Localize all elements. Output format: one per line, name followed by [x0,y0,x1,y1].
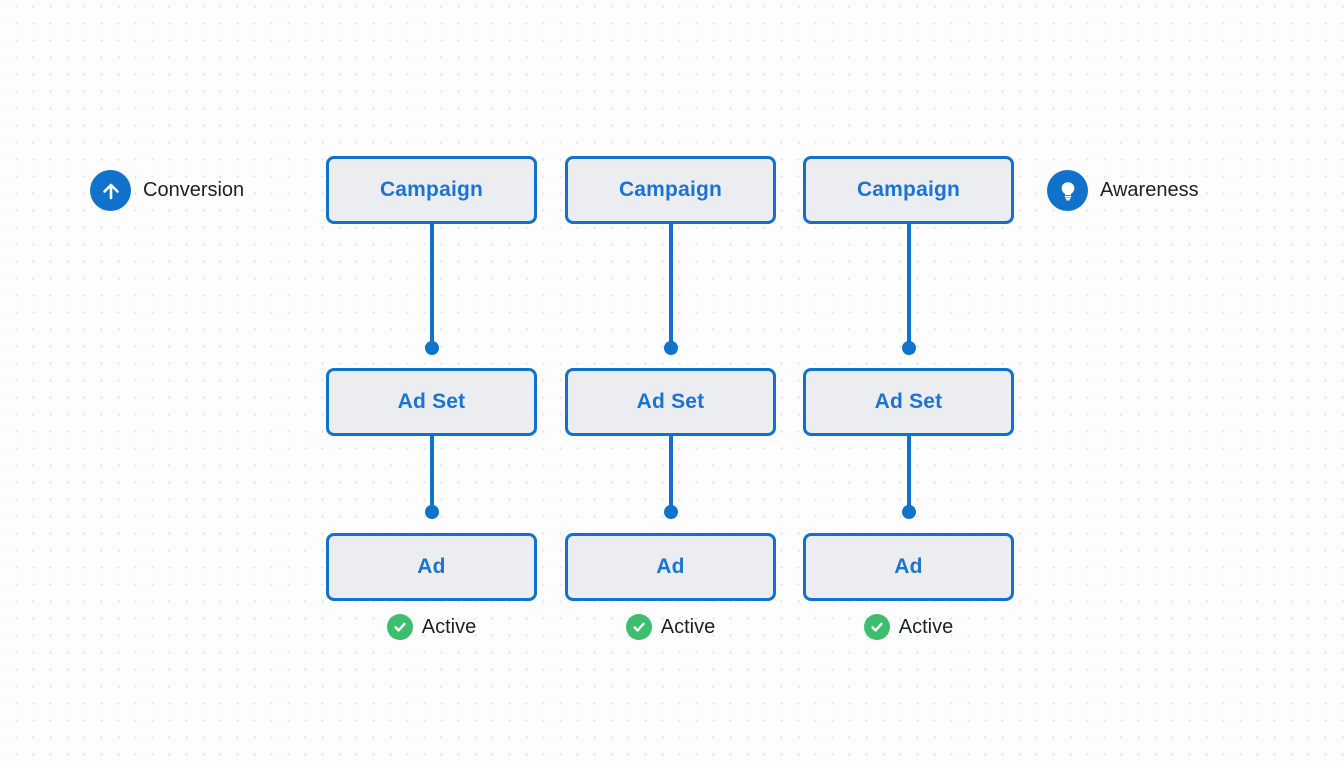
check-circle-icon [625,614,652,640]
check-circle-icon [863,614,890,640]
lightbulb-icon [1047,170,1088,211]
campaign-column-3: Campaign Ad Set Ad Active [803,156,1014,656]
ad-node: Ad [565,533,776,601]
adset-to-ad-connector [429,436,434,512]
campaign-to-adset-connector [429,224,434,348]
status-badge: Active [326,614,537,640]
status-badge: Active [803,614,1014,640]
ad-node: Ad [326,533,537,601]
awareness-label: Awareness [1100,179,1199,201]
campaign-node: Campaign [803,156,1014,224]
status-label: Active [898,615,954,638]
campaign-column-2: Campaign Ad Set Ad Active [565,156,776,656]
adset-node: Ad Set [326,368,537,436]
status-label: Active [660,615,716,638]
conversion-label-group: Conversion [90,170,244,211]
campaign-node: Campaign [565,156,776,224]
adset-to-ad-connector [668,436,673,512]
status-label: Active [421,615,477,638]
status-badge: Active [565,614,776,640]
ad-node: Ad [803,533,1014,601]
conversion-label: Conversion [143,179,245,201]
adset-node: Ad Set [565,368,776,436]
campaign-node: Campaign [326,156,537,224]
awareness-label-group: Awareness [1047,170,1199,211]
campaign-to-adset-connector [668,224,673,348]
campaign-to-adset-connector [906,224,911,348]
check-circle-icon [386,614,413,640]
adset-to-ad-connector [906,436,911,512]
adset-node: Ad Set [803,368,1014,436]
campaign-column-1: Campaign Ad Set Ad Active [326,156,537,656]
arrow-up-icon [90,170,131,211]
